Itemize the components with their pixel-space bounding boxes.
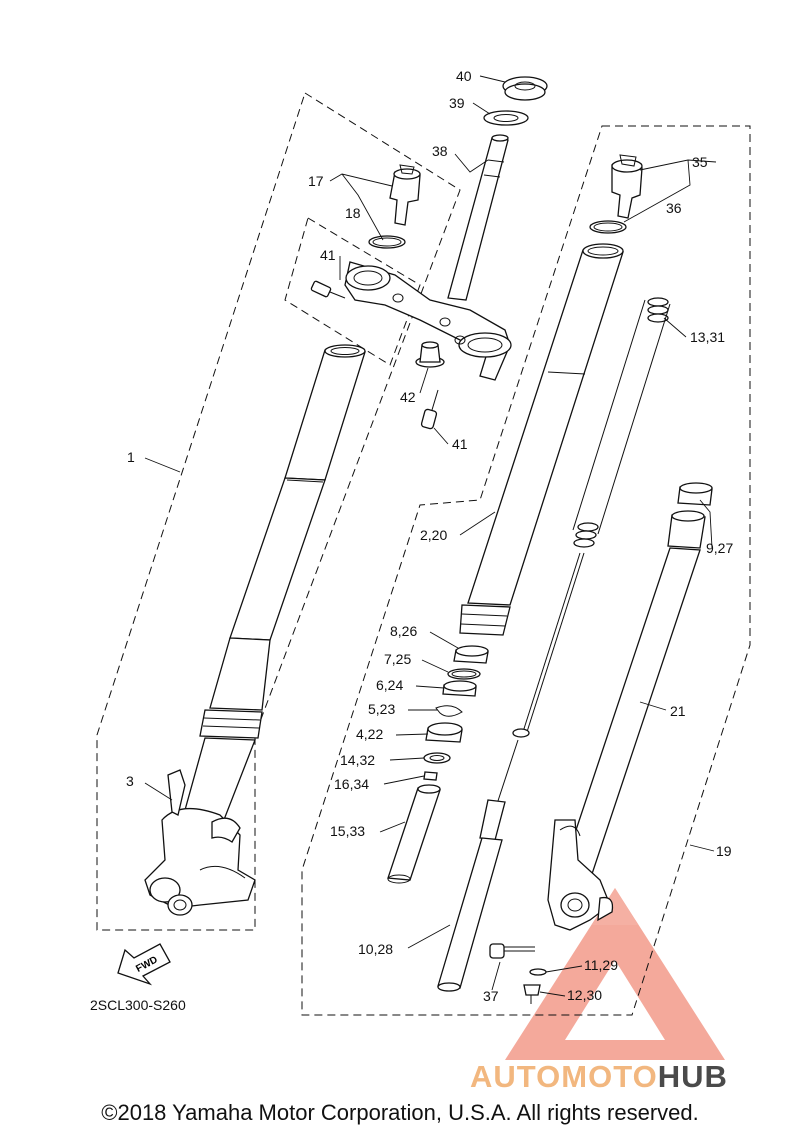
part-37-bolt	[489, 943, 535, 959]
callout-36: 36	[666, 200, 682, 216]
part-35-fork-cap	[611, 154, 643, 219]
callout-19: 19	[716, 843, 732, 859]
fwd-arrow-icon: FWD	[117, 943, 171, 986]
callout-9-27: 9,27	[706, 540, 733, 556]
group-outline-left	[96, 92, 461, 931]
watermark-text-main: AUTOMOTO	[470, 1059, 658, 1094]
callout-17: 17	[308, 173, 324, 189]
part-11-29-washer	[529, 968, 547, 976]
part-13-31-spring	[572, 297, 671, 548]
group-outline-bracket	[284, 217, 421, 366]
callout-14-32: 14,32	[340, 752, 375, 768]
part-10-28-damper-rod	[437, 552, 585, 992]
part-39-washer	[483, 110, 529, 126]
leader-lines	[144, 75, 717, 997]
callout-37: 37	[483, 988, 499, 1004]
callout-41-lower: 41	[452, 436, 468, 452]
callout-11-29: 11,29	[584, 957, 618, 973]
callout-13-31: 13,31	[690, 329, 725, 345]
part-21-outer-tube	[547, 510, 706, 931]
callout-15-33: 15,33	[330, 823, 365, 839]
callout-10-28: 10,28	[358, 941, 393, 957]
callout-labels: 40 39 38 17 18 35 36 41 13,31 42 41 1 2,…	[126, 68, 733, 1004]
callout-21: 21	[670, 703, 686, 719]
callout-4-22: 4,22	[356, 726, 383, 742]
callout-38: 38	[432, 143, 448, 159]
bolt-41-upper	[310, 280, 346, 299]
diagram-code: 2SCL300-S260	[90, 997, 186, 1013]
callout-7-25: 7,25	[384, 651, 411, 667]
part-9-27-bushing	[677, 482, 713, 506]
callout-42: 42	[400, 389, 416, 405]
part-14-32-washer	[423, 752, 451, 764]
left-fork-assembly	[144, 344, 366, 916]
callout-3: 3	[126, 773, 134, 789]
callout-16-34: 16,34	[334, 776, 369, 792]
part-38-steering-stem	[447, 134, 509, 301]
callout-1: 1	[127, 449, 135, 465]
part-8-26-dust-seal	[453, 645, 489, 664]
callout-8-26: 8,26	[390, 623, 417, 639]
callout-40: 40	[456, 68, 472, 84]
callout-35: 35	[692, 154, 708, 170]
bolt-41-lower	[420, 389, 439, 430]
callout-6-24: 6,24	[376, 677, 403, 693]
part-15-33-cylinder	[387, 784, 441, 884]
callout-12-30: 12,30	[567, 987, 602, 1003]
part-4-22-bushing	[425, 722, 463, 743]
part-42-collar	[415, 341, 445, 368]
watermark-logo: AUTOMOTOHUB	[470, 888, 728, 1094]
callout-41-upper: 41	[320, 247, 336, 263]
watermark-text-hub: HUB	[658, 1059, 728, 1094]
part-2-20-inner-tube	[459, 243, 624, 636]
callout-39: 39	[449, 95, 465, 111]
part-17-fork-cap	[389, 164, 421, 226]
watermark-triangle-icon	[505, 888, 725, 1060]
callout-2-20: 2,20	[420, 527, 447, 543]
part-5-23-clip	[435, 705, 463, 717]
part-7-25-stopper-ring	[447, 668, 481, 680]
svg-text:AUTOMOTOHUB: AUTOMOTOHUB	[470, 1059, 728, 1094]
copyright-text: ©2018 Yamaha Motor Corporation, U.S.A. A…	[101, 1100, 699, 1125]
triple-clamp	[344, 261, 512, 381]
part-18-o-ring	[368, 235, 406, 249]
callout-18: 18	[345, 205, 361, 221]
part-40-bearing	[502, 76, 548, 101]
group-outline-right	[301, 125, 751, 1016]
part-36-o-ring	[589, 220, 627, 234]
part-12-30-bolt	[523, 984, 541, 1004]
part-16-34-nut	[423, 771, 438, 781]
part-6-24-oil-seal	[442, 680, 477, 697]
callout-5-23: 5,23	[368, 701, 395, 717]
